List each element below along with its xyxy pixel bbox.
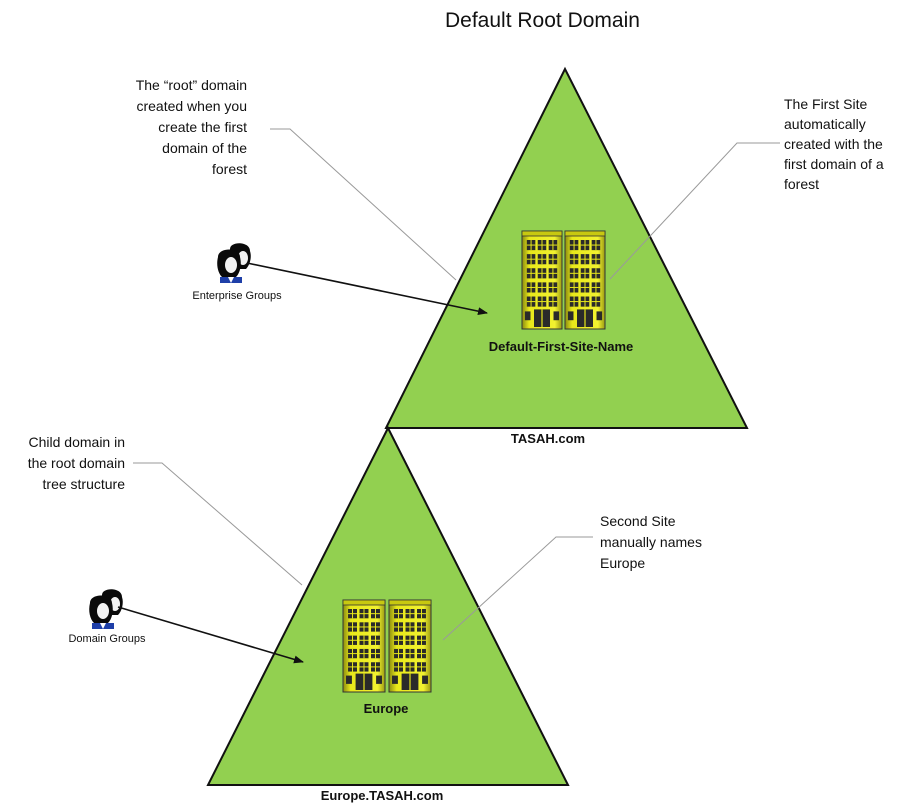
user-group-icon bbox=[89, 589, 123, 629]
callout-line: Europe bbox=[600, 555, 645, 571]
callout-line: Second Site bbox=[600, 513, 676, 529]
callout-line: automatically bbox=[784, 116, 866, 132]
diagram-title: Default Root Domain bbox=[445, 9, 640, 32]
callout-line: domain of the bbox=[162, 140, 247, 156]
callout-line: first domain of a bbox=[784, 156, 884, 172]
callout-line: forest bbox=[212, 161, 247, 177]
enterprise-groups-label: Enterprise Groups bbox=[192, 290, 282, 302]
callout-line: The “root” domain bbox=[136, 77, 247, 93]
callout-line: Child domain in bbox=[29, 434, 126, 450]
office-building-icon bbox=[388, 599, 432, 693]
child-left-callout: Child domain in the root domain tree str… bbox=[28, 434, 126, 492]
office-building-icon bbox=[342, 599, 386, 693]
callout-line: manually names bbox=[600, 534, 702, 550]
office-building-icon bbox=[564, 230, 606, 330]
child-right-callout: Second Site manually names Europe bbox=[600, 513, 702, 571]
root-left-callout-line bbox=[270, 128, 457, 281]
user-group-icon bbox=[217, 243, 251, 283]
child-domain-name: Europe.TASAH.com bbox=[321, 788, 444, 803]
root-right-callout-line bbox=[609, 142, 780, 280]
callout-line: create the first bbox=[158, 119, 247, 135]
domain-groups-arrow bbox=[117, 606, 304, 664]
root-right-callout: The First Site automatically created wit… bbox=[784, 96, 884, 192]
callout-line: the root domain bbox=[28, 455, 125, 471]
child-right-callout-line bbox=[442, 536, 593, 641]
enterprise-groups-arrow bbox=[246, 262, 488, 316]
callout-line: created with the bbox=[784, 136, 883, 152]
child-site-label: Europe bbox=[364, 701, 409, 716]
root-site-label: Default-First-Site-Name bbox=[489, 339, 633, 354]
callout-line: tree structure bbox=[43, 476, 126, 492]
root-domain-name: TASAH.com bbox=[511, 431, 585, 446]
callout-line: The First Site bbox=[784, 96, 867, 112]
callout-line: forest bbox=[784, 176, 819, 192]
callout-line: created when you bbox=[136, 98, 247, 114]
office-building-icon bbox=[521, 230, 563, 330]
root-left-callout: The “root” domain created when you creat… bbox=[136, 77, 247, 177]
child-domain-triangle bbox=[206, 425, 570, 786]
child-left-callout-line bbox=[133, 462, 303, 586]
domain-groups-label: Domain Groups bbox=[68, 633, 146, 645]
